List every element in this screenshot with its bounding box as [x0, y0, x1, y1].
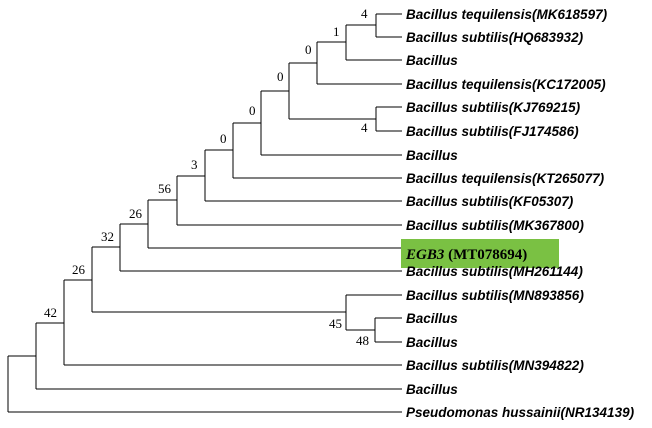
- leaf-label: Bacillus subtilis(KJ769215): [406, 100, 581, 115]
- support-value: 1: [333, 24, 340, 39]
- leaf-label: Bacillus subtilis(FJ174586): [406, 124, 579, 139]
- support-value: 4: [361, 120, 368, 135]
- tree-branches: [7, 13, 402, 413]
- leaf-label: Pseudomonas hussainii(NR134139): [406, 405, 635, 420]
- leaf-label: Bacillus: [406, 148, 458, 163]
- highlighted-sample-name: EGB3: [405, 247, 445, 263]
- leaf-label: Bacillus subtilis(HQ683932): [406, 30, 584, 45]
- leaf-label: Bacillus subtilis(MK367800): [406, 218, 584, 233]
- support-value: 45: [329, 316, 342, 331]
- support-value: 42: [44, 305, 57, 320]
- leaf-label: Bacillus tequilensis(KT265077): [406, 171, 605, 186]
- support-value: 26: [72, 262, 86, 277]
- highlighted-sample-label: EGB3 (MT078694): [405, 247, 527, 263]
- leaf-label: Bacillus: [406, 382, 458, 397]
- support-value: 32: [101, 229, 114, 244]
- support-value: 4: [361, 6, 368, 21]
- leaf-label: Bacillus tequilensis(KC172005): [406, 77, 606, 92]
- support-value: 56: [158, 181, 172, 196]
- leaf-label: Bacillus: [406, 335, 458, 350]
- leaf-label: Bacillus subtilis(MH261144): [406, 264, 583, 279]
- support-value: 0: [220, 131, 227, 146]
- support-value: 0: [277, 69, 284, 84]
- leaf-label: Bacillus: [406, 311, 458, 326]
- leaf-label: Bacillus tequilensis(MK618597): [406, 7, 608, 22]
- leaf-label: Bacillus: [406, 53, 458, 68]
- highlighted-sample-accession: (MT078694): [444, 247, 527, 263]
- leaf-label: Bacillus subtilis(MN394822): [406, 358, 584, 373]
- leaf-labels: Bacillus tequilensis(MK618597) Bacillus …: [406, 7, 635, 420]
- support-value: 48: [356, 333, 369, 348]
- support-value: 3: [191, 157, 198, 172]
- support-value: 26: [129, 206, 143, 221]
- leaf-label: Bacillus subtilis(MN893856): [406, 288, 584, 303]
- support-value: 0: [305, 42, 312, 57]
- leaf-label: Bacillus subtilis(KF05307): [406, 194, 574, 209]
- support-values: 4 1 0 0 4 0 0 3 56 26 32 26 45 48 42: [44, 6, 369, 348]
- highlight-box: [401, 239, 559, 268]
- support-value: 0: [249, 103, 256, 118]
